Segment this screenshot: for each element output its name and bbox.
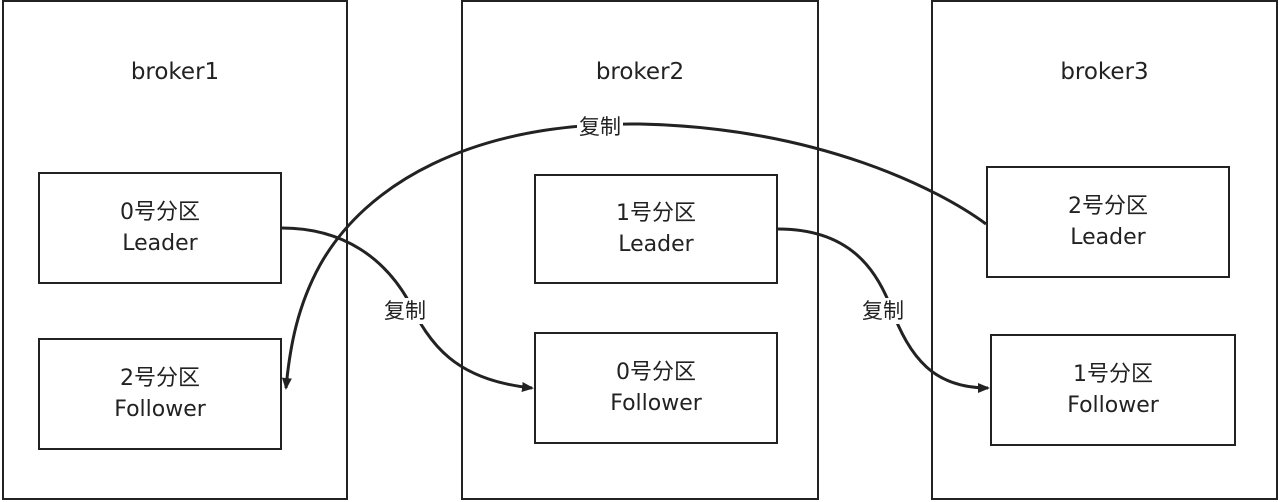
broker2-partition-1-leader: 1号分区 Leader [534, 174, 778, 284]
partition-role: Leader [1070, 225, 1146, 250]
broker3-partition-2-leader: 2号分区 Leader [986, 166, 1230, 278]
broker1-title: broker1 [130, 59, 220, 85]
partition-id: 0号分区 [120, 200, 200, 225]
broker3-partition-1-follower: 1号分区 Follower [990, 334, 1236, 446]
partition-id: 1号分区 [616, 201, 696, 226]
partition-role: Follower [610, 391, 702, 416]
edge-label-replicate-3: 复制 [577, 114, 623, 140]
partition-role: Leader [618, 232, 694, 257]
partition-id: 2号分区 [1068, 194, 1148, 219]
partition-role: Follower [114, 397, 206, 422]
broker1-partition-2-follower: 2号分区 Follower [38, 338, 282, 450]
partition-id: 2号分区 [120, 366, 200, 391]
partition-role: Follower [1067, 393, 1159, 418]
edge-label-replicate-2: 复制 [860, 298, 906, 324]
broker1-partition-0-leader: 0号分区 Leader [38, 172, 282, 284]
partition-role: Leader [122, 231, 198, 256]
partition-id: 1号分区 [1073, 362, 1153, 387]
broker2-partition-0-follower: 0号分区 Follower [534, 332, 778, 444]
broker3-title: broker3 [1060, 59, 1149, 85]
edge-label-replicate-1: 复制 [382, 298, 428, 324]
partition-id: 0号分区 [616, 360, 696, 385]
broker2-title: broker2 [595, 59, 685, 85]
